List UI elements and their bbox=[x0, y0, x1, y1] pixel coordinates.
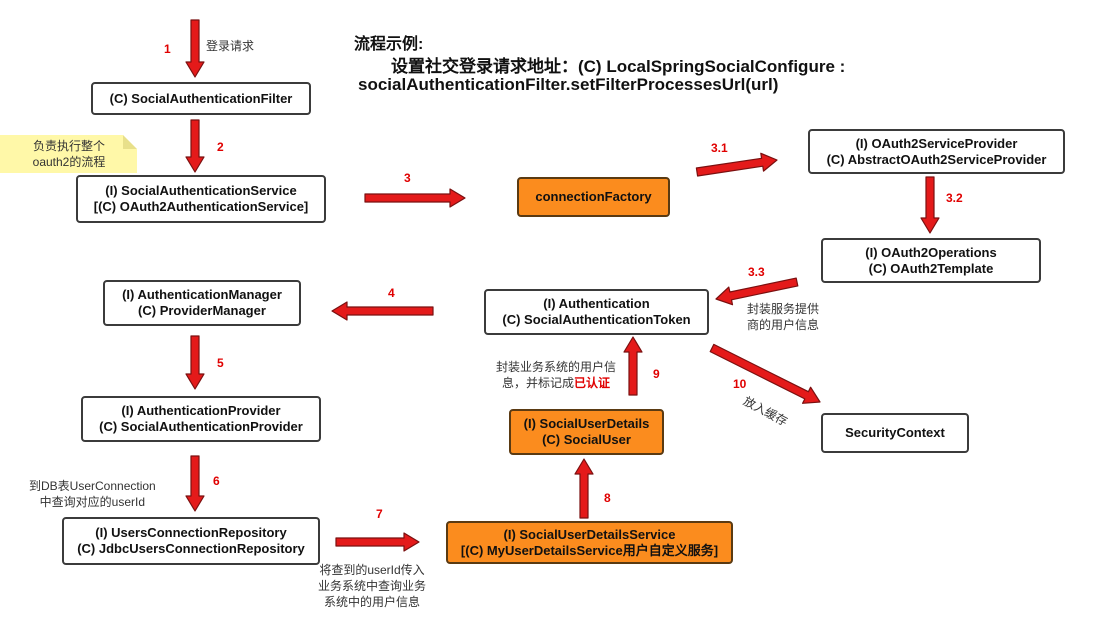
box-line: (I) OAuth2Operations bbox=[865, 244, 997, 260]
box-line: (C) ProviderManager bbox=[138, 303, 266, 318]
users-connection-repository-box: (I) UsersConnectionRepository (C) JdbcUs… bbox=[62, 517, 320, 565]
box-line: (I) SocialUserDetailsService bbox=[503, 526, 676, 542]
social-user-details-box: (I) SocialUserDetails (C) SocialUser bbox=[509, 409, 664, 455]
step-3-1-label: 3.1 bbox=[711, 141, 728, 155]
login-request-note: 登录请求 bbox=[206, 39, 255, 53]
step-7-label: 7 bbox=[376, 507, 383, 521]
box-line: (I) SocialUserDetails bbox=[523, 416, 650, 431]
step-4-label: 4 bbox=[388, 286, 395, 300]
flow-title-line2: socialAuthenticationFilter.setFilterProc… bbox=[358, 75, 779, 94]
box-line: (I) UsersConnectionRepository bbox=[95, 525, 287, 540]
authentication-manager-box: (I) AuthenticationManager (C) ProviderMa… bbox=[103, 280, 301, 326]
box-line: connectionFactory bbox=[535, 189, 652, 204]
sticky-note-fold bbox=[123, 135, 137, 149]
sticky-note-line-2: oauth2的流程 bbox=[32, 155, 106, 169]
pass-userid-note: 将查到的userId传入 业务系统中查询业务 系统中的用户信息 bbox=[318, 562, 426, 610]
arrow-step-7 bbox=[335, 532, 420, 552]
note-line: 系统中的用户信息 bbox=[324, 595, 421, 609]
sticky-note: 负责执行整个 oauth2的流程 bbox=[0, 135, 137, 173]
box-line: (C) SocialAuthenticationToken bbox=[502, 312, 691, 327]
arrow-step-1 bbox=[185, 19, 205, 78]
note-line: 业务系统中查询业务 bbox=[318, 579, 427, 593]
step-5-label: 5 bbox=[217, 356, 224, 370]
arrow-step-6 bbox=[185, 455, 205, 512]
box-line: (I) Authentication bbox=[543, 296, 650, 311]
step-9-label: 9 bbox=[653, 367, 660, 381]
box-line: (C) OAuth2Template bbox=[868, 260, 994, 276]
flow-heading: 流程示例: bbox=[354, 36, 424, 53]
wrap-provider-user-note: 封装服务提供 商的用户信息 bbox=[747, 301, 819, 333]
arrow-step-9 bbox=[623, 336, 643, 396]
step-10-label: 10 bbox=[733, 377, 747, 391]
note-line: 商的用户信息 bbox=[747, 318, 820, 332]
box-line: (C) SocialAuthenticationFilter bbox=[109, 90, 293, 106]
note-line: 将查到的userId传入 bbox=[319, 563, 425, 577]
note-line: 封装服务提供 bbox=[747, 302, 820, 316]
step-8-label: 8 bbox=[604, 491, 611, 505]
arrow-step-5 bbox=[185, 335, 205, 390]
oauth2-service-provider-box: (I) OAuth2ServiceProvider (C) AbstractOA… bbox=[808, 129, 1065, 174]
security-context-box: SecurityContext bbox=[821, 413, 969, 453]
social-user-details-service-box: (I) SocialUserDetailsService [(C) MyUser… bbox=[446, 521, 733, 564]
oauth2-operations-box: (I) OAuth2Operations (C) OAuth2Template bbox=[821, 238, 1041, 283]
note-line: 中查询对应的userId bbox=[39, 495, 146, 509]
authenticated-highlight: 已认证 bbox=[574, 376, 611, 390]
box-line: (I) AuthenticationManager bbox=[122, 287, 282, 302]
authentication-token-box: (I) Authentication (C) SocialAuthenticat… bbox=[484, 289, 709, 335]
note-line: 到DB表UserConnection bbox=[29, 479, 156, 493]
box-line: (I) SocialAuthenticationService bbox=[105, 183, 297, 198]
box-line: (C) SocialAuthenticationProvider bbox=[99, 419, 303, 434]
box-line: [(C) MyUserDetailsService用户自定义服务] bbox=[460, 542, 719, 558]
box-line: (I) AuthenticationProvider bbox=[121, 403, 281, 418]
wrap-business-user-note: 封装业务系统的用户信 息，并标记成已认证 bbox=[496, 359, 616, 391]
note-text: 息，并标记成 bbox=[501, 376, 574, 390]
box-line: [(C) OAuth2AuthenticationService] bbox=[93, 199, 309, 214]
arrow-step-2 bbox=[185, 119, 205, 173]
arrow-step-8 bbox=[574, 458, 594, 519]
authentication-provider-box: (I) AuthenticationProvider (C) SocialAut… bbox=[81, 396, 321, 442]
note-line: 封装业务系统的用户信 bbox=[496, 360, 617, 374]
box-line: (C) JdbcUsersConnectionRepository bbox=[77, 541, 305, 556]
box-line: (I) OAuth2ServiceProvider bbox=[855, 135, 1018, 151]
box-line: (C) SocialUser bbox=[542, 432, 631, 447]
step-3-3-label: 3.3 bbox=[748, 265, 765, 279]
note-line: 息，并标记成已认证 bbox=[496, 375, 616, 391]
step-1-label: 1 bbox=[164, 42, 171, 56]
db-query-note: 到DB表UserConnection 中查询对应的userId bbox=[29, 478, 156, 510]
box-line: SecurityContext bbox=[845, 425, 945, 440]
step-6-label: 6 bbox=[213, 474, 220, 488]
sticky-note-line-1: 负责执行整个 bbox=[32, 139, 105, 153]
arrow-step-3-1 bbox=[695, 152, 778, 177]
social-authentication-service-box: (I) SocialAuthenticationService [(C) OAu… bbox=[76, 175, 326, 223]
arrow-step-3-2 bbox=[920, 176, 940, 234]
flow-title-line1: 设置社交登录请求地址：(C) LocalSpringSocialConfigur… bbox=[391, 57, 846, 76]
connection-factory-box: connectionFactory bbox=[517, 177, 670, 217]
step-3-2-label: 3.2 bbox=[946, 191, 963, 205]
step-3-label: 3 bbox=[404, 171, 411, 185]
arrow-step-3-3 bbox=[715, 277, 799, 306]
step-2-label: 2 bbox=[217, 140, 224, 154]
box-line: (C) AbstractOAuth2ServiceProvider bbox=[826, 151, 1047, 167]
social-authentication-filter-box: (C) SocialAuthenticationFilter bbox=[91, 82, 311, 115]
arrow-step-4 bbox=[331, 301, 434, 321]
arrow-step-10 bbox=[709, 343, 821, 404]
sticky-note-text: 负责执行整个 oauth2的流程 bbox=[8, 138, 130, 170]
arrow-step-3 bbox=[364, 188, 466, 208]
